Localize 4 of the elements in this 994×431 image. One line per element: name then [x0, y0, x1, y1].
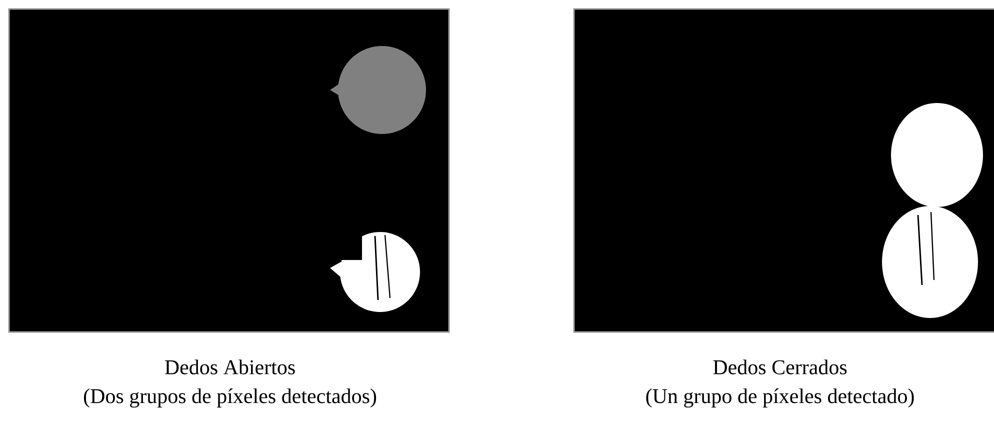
caption: Dedos Cerrados: [713, 360, 847, 374]
caption: (Un grupo de píxeles detectado): [646, 388, 914, 408]
caption: Dedos Abiertos: [165, 360, 295, 374]
caption: (Dos grupos de píxeles detectados): [84, 388, 376, 408]
